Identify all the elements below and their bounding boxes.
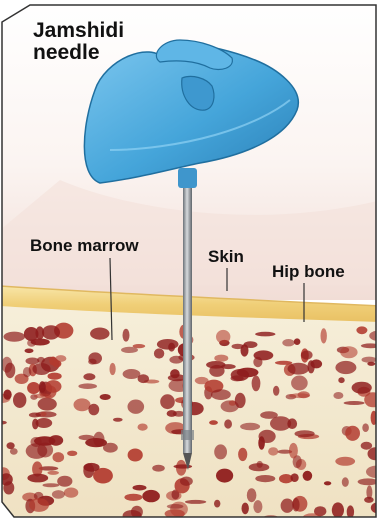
needle-title-label: Jamshidi needle <box>33 20 124 64</box>
skin-label: Skin <box>208 248 244 266</box>
bone-marrow-label: Bone marrow <box>30 237 139 255</box>
hip-bone-label: Hip bone <box>272 263 345 281</box>
title-line-1: Jamshidi <box>33 20 124 42</box>
title-line-2: needle <box>33 42 124 64</box>
